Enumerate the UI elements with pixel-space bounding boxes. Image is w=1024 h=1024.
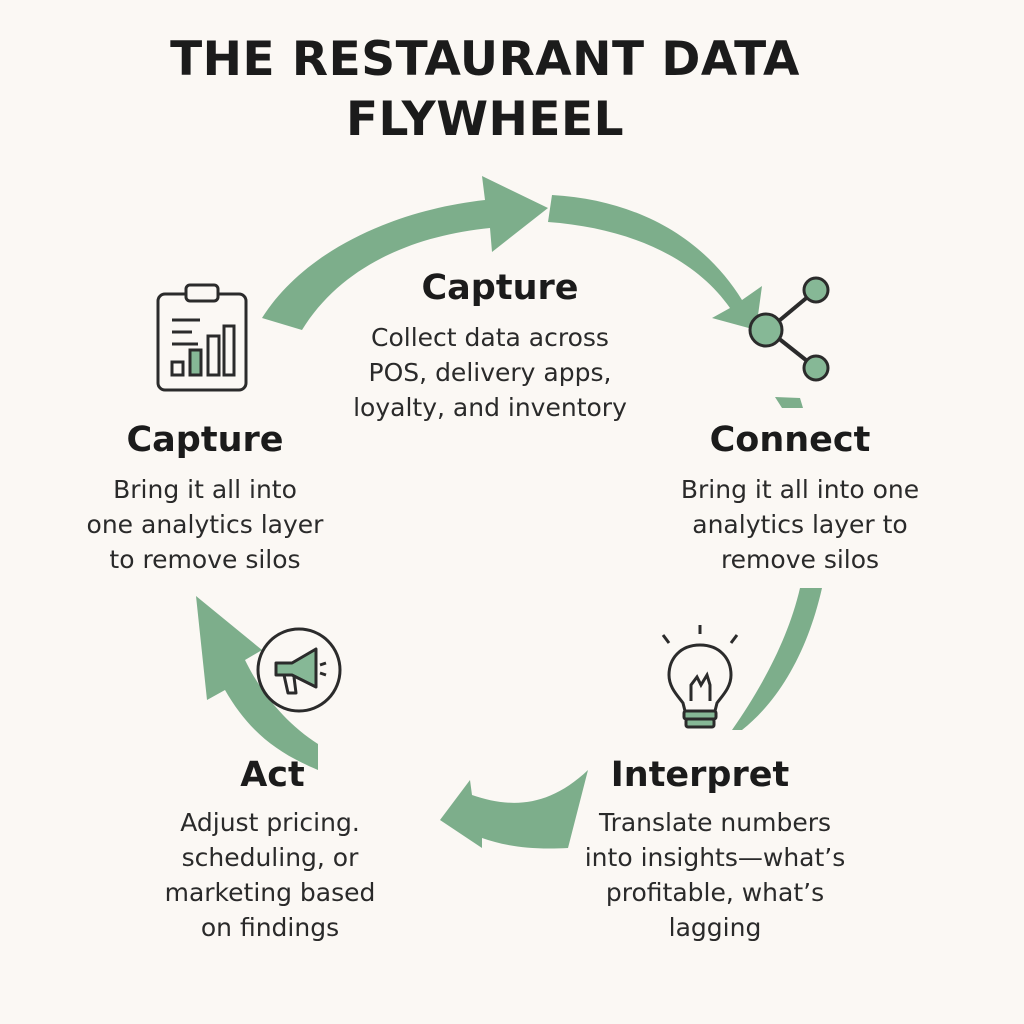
capture-top-line-2: POS, delivery apps, [368,358,612,387]
connect-line-1: Bring it all into one [680,475,920,504]
capture-left-heading: Capture [126,420,284,460]
capture-left-line-1: Bring it all into [113,475,297,504]
capture-left-description: Bring it all into one analytics layer to… [55,472,355,577]
arrow-connect-to-interpret [732,588,822,730]
interpret-line-3: profitable, what’s [605,878,825,907]
lightbulb-icon [661,625,739,729]
act-line-1: Adjust pricing. [180,808,360,837]
interpret-line-2: into insights—what’s [584,843,846,872]
act-description: Adjust pricing. scheduling, or marketing… [140,805,400,945]
interpret-heading: Interpret [610,755,790,795]
connect-line-2: analytics layer to [692,510,908,539]
connect-description: Bring it all into one analytics layer to… [650,472,950,577]
capture-left-line-2: one analytics layer [86,510,324,539]
connect-line-3: remove silos [720,545,880,574]
capture-top-description: Collect data across POS, delivery apps, … [335,320,645,425]
diagram-title: THE RESTAURANT DATA FLYWHEEL [0,30,970,150]
interpret-description: Translate numbers into insights—what’s p… [565,805,865,945]
act-line-2: scheduling, or [181,843,359,872]
arrow-capture-to-top [262,176,548,330]
arrow-top-to-connect [548,195,762,330]
act-line-3: marketing based [164,878,376,907]
capture-top-heading: Capture [421,268,579,308]
act-line-4: on findings [200,913,340,942]
capture-top-line-3: loyalty, and inventory [353,393,627,422]
arrow-connect-dash [775,397,803,408]
interpret-line-1: Translate numbers [598,808,832,837]
interpret-line-4: lagging [668,913,762,942]
arrow-act-to-capture [196,596,318,770]
capture-left-line-3: to remove silos [109,545,301,574]
title-line-1: THE RESTAURANT DATA [170,32,800,87]
clipboard-chart-icon [156,283,248,392]
title-line-2: FLYWHEEL [345,92,625,147]
connect-heading: Connect [709,420,871,460]
share-nodes-icon [748,276,830,382]
arrow-interpret-to-act [440,770,588,849]
capture-top-line-1: Collect data across [371,323,609,352]
megaphone-icon [256,627,342,713]
act-heading: Act [240,755,305,795]
